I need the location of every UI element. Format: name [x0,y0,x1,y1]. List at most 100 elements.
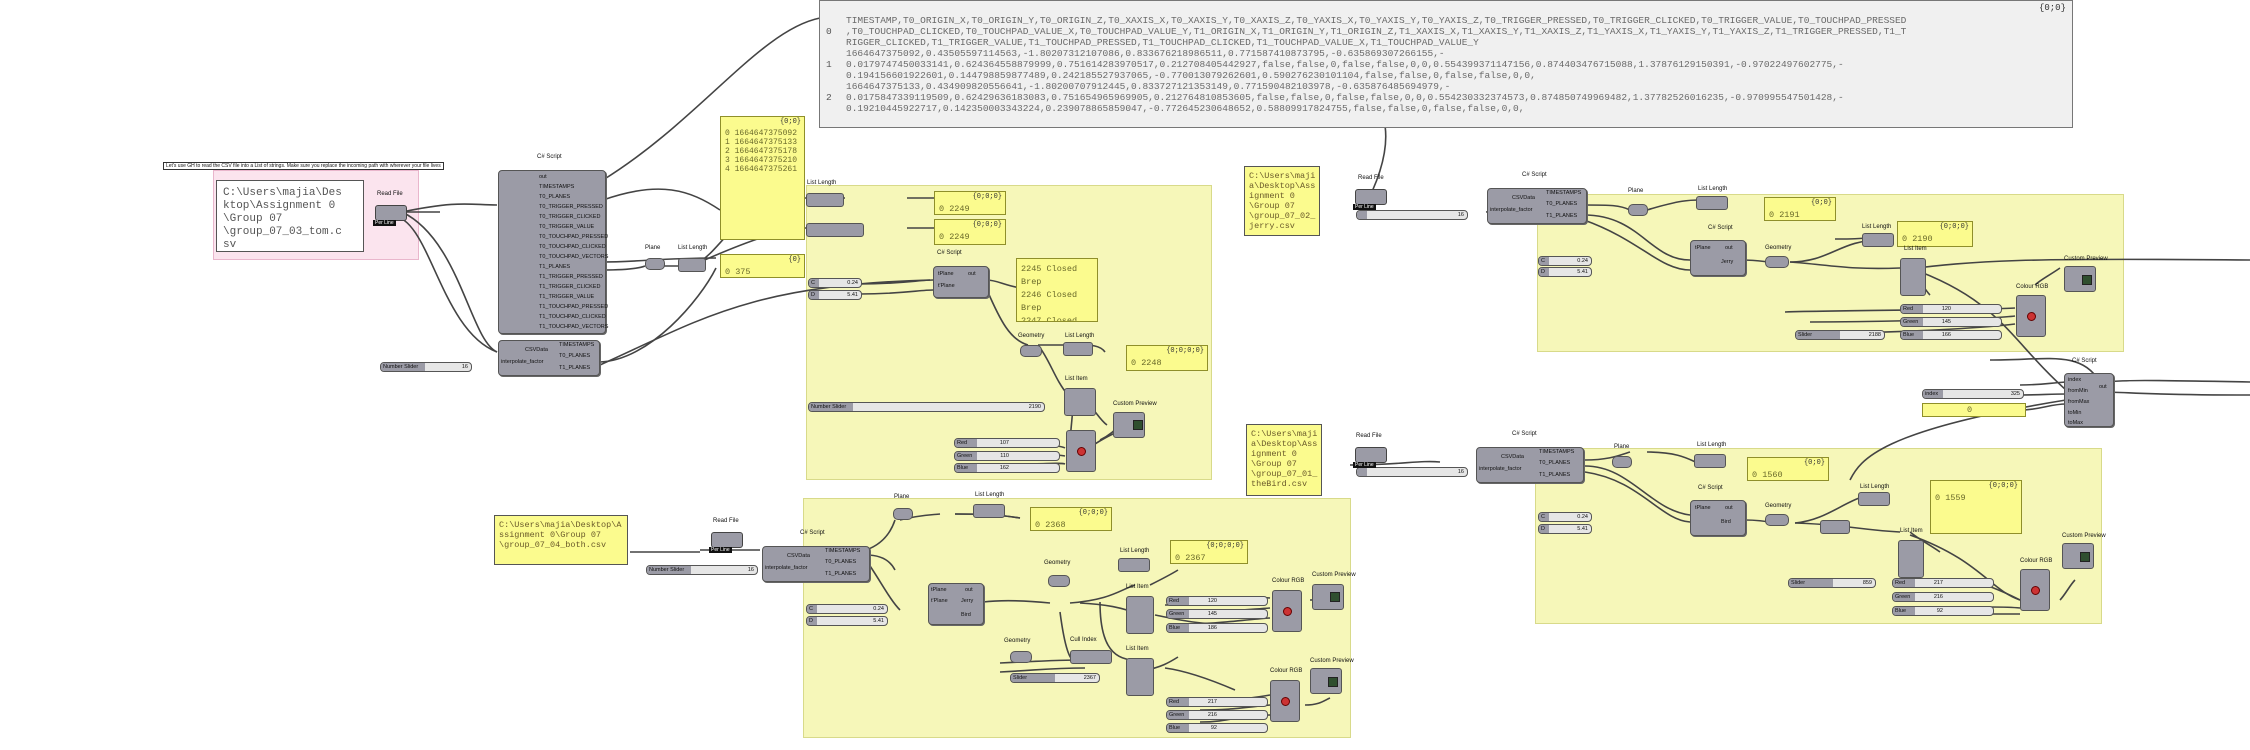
panel-zero[interactable]: 0 [1922,403,2026,417]
cull-index-both[interactable] [1070,650,1112,664]
list-length-both-2[interactable] [1118,558,1150,572]
panel-2249a[interactable]: {0;0;0}0 2249 [934,191,1006,215]
colour-rgb-jerry[interactable] [2016,295,2046,337]
panel-2191[interactable]: {0;0}0 2191 [1764,197,1836,221]
custom-preview-both-2[interactable] [1310,668,1342,694]
colour-rgb-both[interactable] [1272,590,1302,632]
read-file-both[interactable]: Per Line [709,532,743,553]
geometry-bird[interactable] [1765,514,1789,526]
csvdata-component-main[interactable]: CSVData interpolate_factor TIMESTAMPS T0… [498,340,600,376]
csvdata-both[interactable]: CSVData interpolate_factor TIMESTAMPS T0… [762,546,870,582]
list-length-jerry-2[interactable] [1862,233,1894,247]
plane-jerry[interactable] [1628,204,1648,216]
plane-component[interactable] [645,258,665,270]
panel-2368[interactable]: {0;0;0}0 2368 [1030,507,1112,531]
panel-2248[interactable]: {0;0;0;0}0 2248 [1126,345,1208,371]
csvdata-jerry[interactable]: CSVData interpolate_factor TIMESTAMPS T0… [1487,188,1587,224]
csharp-label-bird-2: C# Script [1698,485,1723,491]
list-length-component[interactable] [678,258,706,272]
geometry-both[interactable] [1048,575,1070,587]
path-panel-both[interactable]: C:\Users\majia\Desktop\A ssignment 0\Gro… [494,515,628,565]
list-length-jerry[interactable] [1696,196,1728,210]
geometry-jerry[interactable] [1765,256,1789,268]
read-file-bird[interactable]: Per Line [1353,447,1387,468]
read-file-label-both: Read File [713,518,739,524]
panel-1560[interactable]: {0;0}0 1560 [1747,457,1829,481]
number-slider-bird[interactable]: 16 [1356,467,1468,477]
colour-rgb-bird[interactable] [2020,569,2050,611]
path-panel-bird[interactable]: C:\Users\maji a\Desktop\Ass ignment 0 \G… [1246,424,1322,496]
list-length-both[interactable] [973,504,1005,518]
cull-index-bird[interactable] [1820,520,1850,534]
panel-2249b[interactable]: {0;0;0}0 2249 [934,219,1006,245]
plane-bird[interactable] [1612,456,1632,468]
list-length-component-4[interactable] [1063,342,1093,356]
list-length-component-3[interactable] [806,223,864,237]
colour-rgb-both-2[interactable] [1270,680,1300,722]
list-length-bird-2[interactable] [1858,492,1890,506]
list-item-bird[interactable] [1898,540,1924,578]
csvdata-bird[interactable]: CSVData interpolate_factor TIMESTAMPS T0… [1476,447,1584,483]
panel-375[interactable]: {0} 0 375 [720,254,805,278]
csv-text-panel[interactable]: {0;0} TIMESTAMP,T0_ORIGIN_X,T0_ORIGIN_Y,… [819,0,2073,128]
geometry-component[interactable] [1020,345,1042,357]
timestamp-row: 0 1664647375092 [725,129,798,138]
list-item-both[interactable] [1126,596,1154,634]
list-item-jerry[interactable] [1900,258,1926,296]
panel-2367[interactable]: {0;0;0;0}0 2367 [1170,540,1248,564]
colour-rgb-component-1[interactable] [1066,430,1096,472]
list-item-both-2[interactable] [1126,658,1154,696]
path-panel-tom[interactable]: C:\Users\majia\Des ktop\Assignment 0 \Gr… [216,180,364,252]
panel-1559[interactable]: {0;0;0}0 1559 [1930,480,2022,534]
panel-2190[interactable]: {0;0;0}0 2190 [1897,221,1973,247]
geometry-both-2[interactable] [1010,651,1032,663]
list-item-component[interactable] [1064,388,1096,416]
read-file-component[interactable]: Per Line [373,205,407,226]
plane-both[interactable] [893,508,913,520]
list-length-bird[interactable] [1694,454,1726,468]
path-panel-jerry[interactable]: C:\Users\maji a\Desktop\Ass ignment 0 \G… [1244,166,1320,236]
csv-row: 0.0175847339119509,0.62429636183083,0.75… [846,92,1844,103]
read-file-jerry[interactable]: Per Line [1353,189,1387,210]
number-slider-jerry[interactable]: 16 [1356,210,1468,220]
list-length-component-2[interactable] [806,193,844,207]
